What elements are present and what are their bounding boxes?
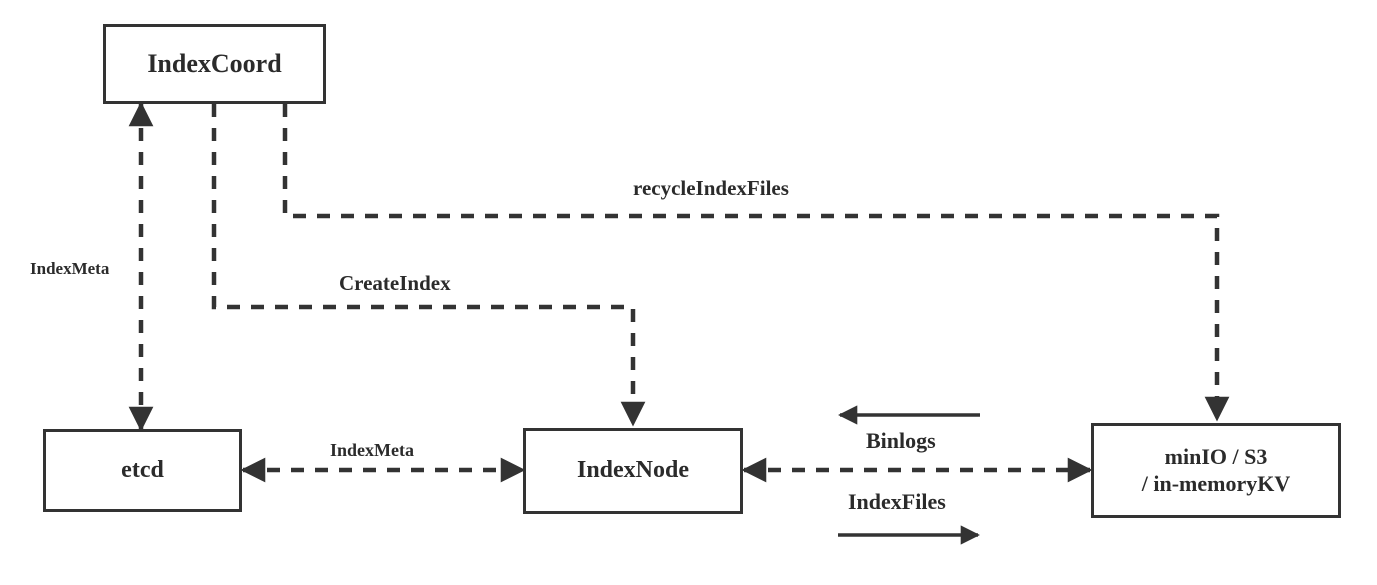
node-indexcoord-label: IndexCoord xyxy=(147,49,282,79)
node-minio[interactable]: minIO / S3 / in-memoryKV xyxy=(1091,423,1341,518)
edge-label-indexfiles: IndexFiles xyxy=(848,489,946,514)
node-indexnode[interactable]: IndexNode xyxy=(523,428,743,514)
edge-label-createindex: CreateIndex xyxy=(339,271,451,295)
edge-label-indexmeta-etcd-indexnode: IndexMeta xyxy=(330,440,414,460)
edge-label-recycleindexfiles: recycleIndexFiles xyxy=(633,176,789,200)
connector-indexcoord-minio xyxy=(282,104,1230,422)
node-indexnode-label: IndexNode xyxy=(576,457,690,484)
edge-label-binlogs: Binlogs xyxy=(866,428,936,453)
node-indexcoord[interactable]: IndexCoord xyxy=(103,24,326,104)
node-minio-label-group: minIO / S3 / in-memoryKV xyxy=(1142,444,1290,498)
node-minio-label-line2: / in-memoryKV xyxy=(1141,470,1291,496)
connector-indexcoord-indexnode xyxy=(211,104,646,427)
node-minio-label-line1: minIO / S3 xyxy=(1164,443,1268,469)
edge-label-indexmeta-etcd-indexcoord: IndexMeta xyxy=(30,259,110,278)
node-etcd[interactable]: etcd xyxy=(43,429,242,512)
node-etcd-label: etcd xyxy=(121,456,164,483)
